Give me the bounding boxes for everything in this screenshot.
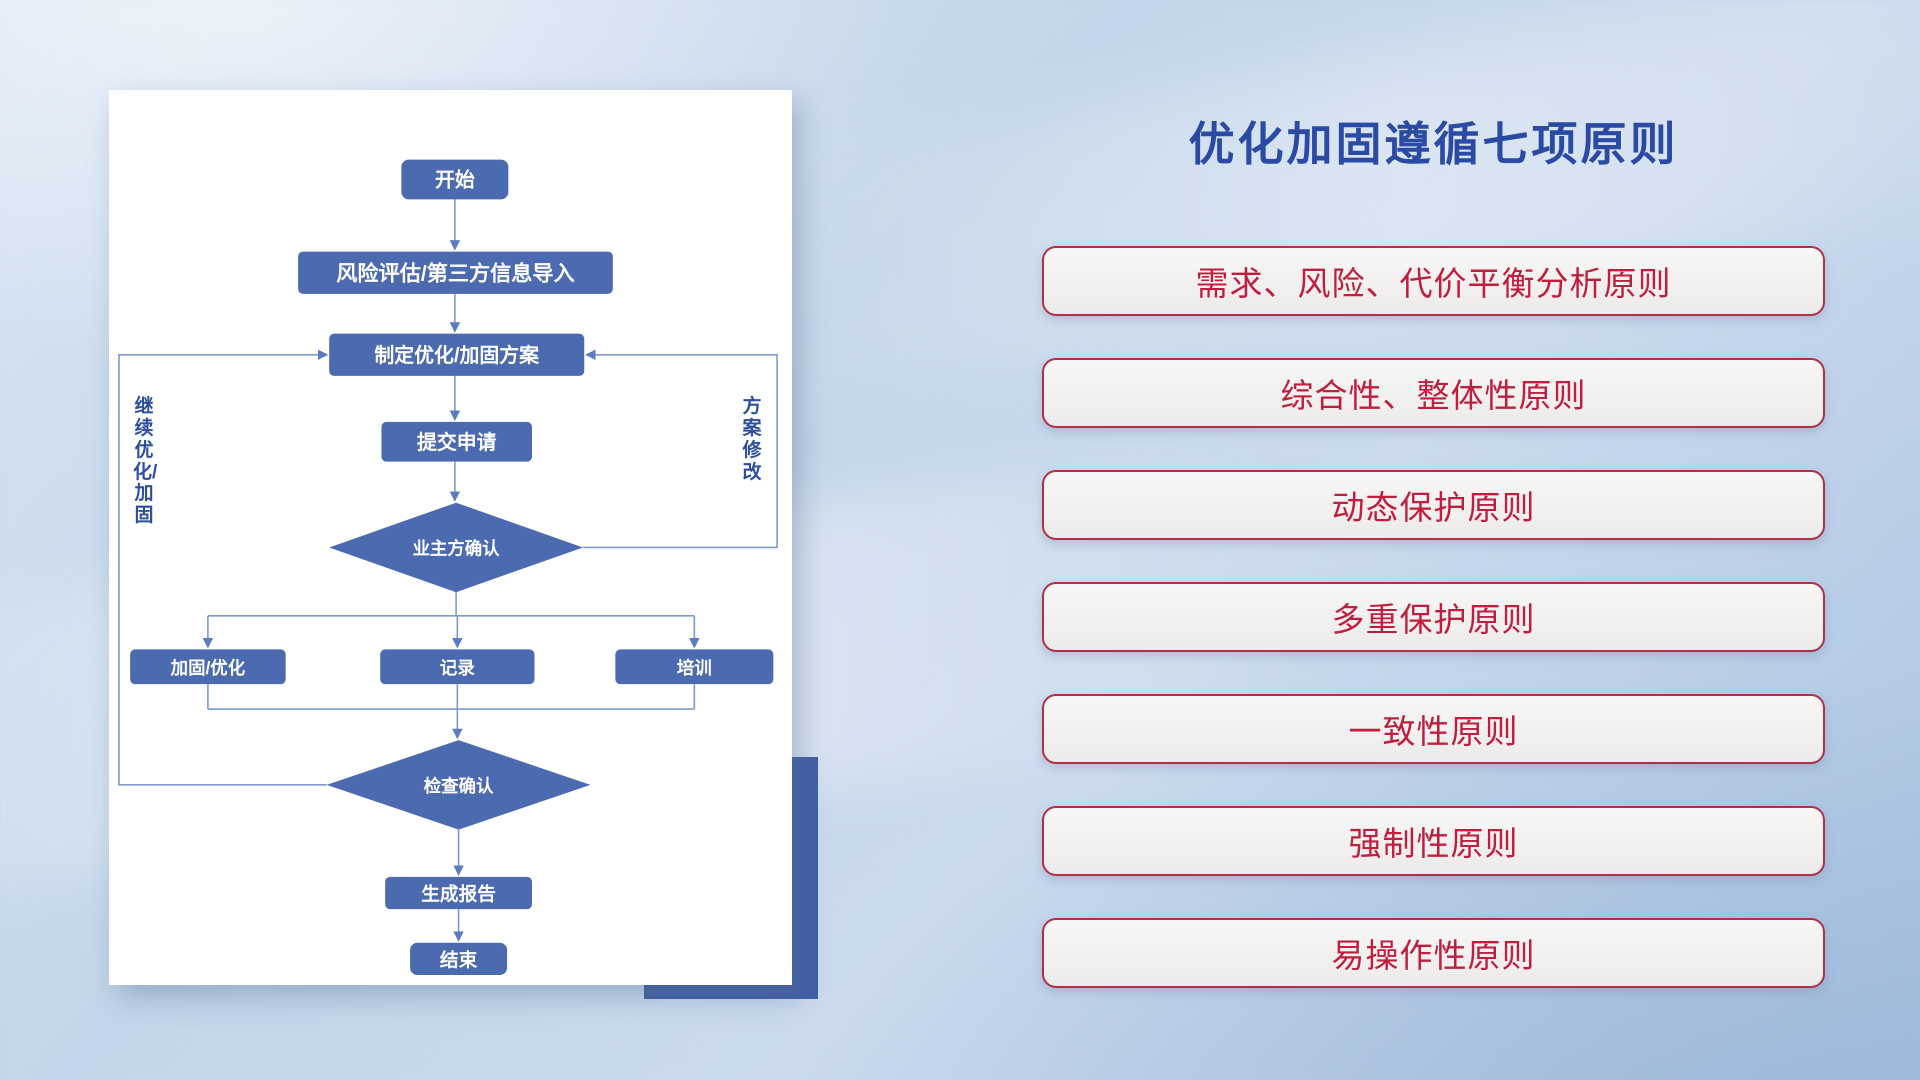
edge-label-continue-optimize: 继续优化/加固 (133, 396, 158, 527)
edge-label-plan-modify: 方案修改 (742, 396, 762, 483)
flow-node-harden-optimize: 加固/优化 (130, 649, 286, 685)
principle-item: 动态保护原则 (1042, 470, 1825, 540)
flow-node-submit-request: 提交申请 (381, 421, 532, 462)
principles-list: 需求、风险、代价平衡分析原则 综合性、整体性原则 动态保护原则 多重保护原则 一… (1042, 246, 1825, 988)
flow-node-check-confirm: 检查确认 (326, 740, 591, 830)
flow-node-generate-report: 生成报告 (385, 876, 532, 910)
principle-item: 多重保护原则 (1042, 582, 1825, 652)
flow-node-harden-optimize-label: 加固/优化 (170, 658, 246, 678)
principle-item: 需求、风险、代价平衡分析原则 (1042, 246, 1825, 316)
flow-node-training: 培训 (615, 649, 774, 685)
flow-node-make-plan: 制定优化/加固方案 (329, 333, 585, 376)
flow-node-owner-confirm: 业主方确认 (329, 502, 583, 593)
flow-node-generate-report-label: 生成报告 (421, 884, 496, 905)
principle-item: 强制性原则 (1042, 806, 1825, 876)
flowchart-svg: 开始 风险评估/第三方信息导入 制定优化/加固方案 提交申请 业主方确认 加固/… (118, 159, 778, 976)
flow-node-record: 记录 (380, 649, 535, 685)
principle-item: 易操作性原则 (1042, 918, 1825, 988)
flow-node-check-confirm-label: 检查确认 (424, 776, 494, 796)
flow-node-training-label: 培训 (677, 658, 712, 678)
flow-node-owner-confirm-label: 业主方确认 (413, 539, 501, 559)
flow-node-make-plan-label: 制定优化/加固方案 (374, 344, 540, 367)
principle-item: 综合性、整体性原则 (1042, 358, 1825, 428)
flow-node-risk-import-label: 风险评估/第三方信息导入 (336, 260, 574, 285)
principle-item: 一致性原则 (1042, 694, 1825, 764)
page-title: 优化加固遵循七项原则 (1188, 118, 1679, 170)
flow-node-start-label: 开始 (435, 169, 475, 192)
flow-node-record-label: 记录 (440, 658, 475, 678)
flow-node-submit-request-label: 提交申请 (417, 431, 497, 454)
flow-node-end-label: 结束 (440, 950, 478, 971)
flow-node-start: 开始 (401, 159, 509, 200)
flow-node-end: 结束 (410, 942, 508, 976)
flowchart-card: 开始 风险评估/第三方信息导入 制定优化/加固方案 提交申请 业主方确认 加固/… (109, 90, 792, 985)
flow-node-risk-import: 风险评估/第三方信息导入 (298, 251, 613, 294)
